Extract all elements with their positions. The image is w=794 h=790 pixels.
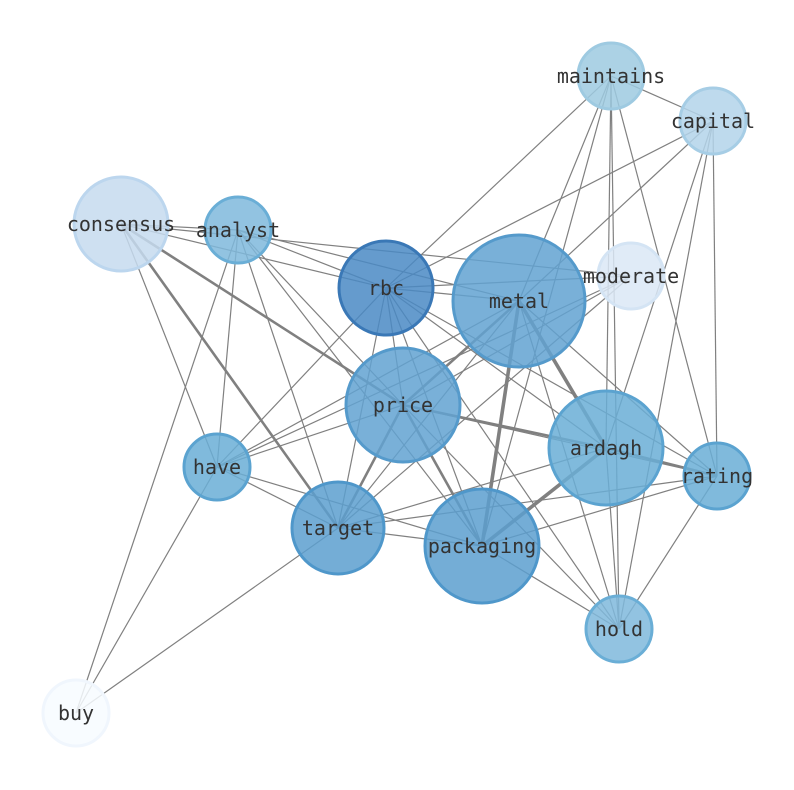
edge-rbc-hold (385, 287, 620, 630)
edge-target-buy (75, 527, 339, 714)
node-have[interactable] (182, 432, 252, 502)
node-label-maintains: maintains (557, 64, 665, 88)
node-label-capital: capital (671, 109, 755, 133)
node-label-target: target (302, 516, 374, 540)
node-rbc[interactable] (337, 239, 435, 337)
edge-capital-hold (618, 120, 714, 630)
node-target[interactable] (290, 480, 386, 576)
node-packaging[interactable] (423, 487, 541, 605)
node-price[interactable] (344, 346, 462, 464)
edge-capital-rating (712, 120, 718, 477)
edge-maintains-hold (610, 75, 620, 630)
node-moderate[interactable] (596, 241, 666, 311)
node-analyst[interactable] (203, 195, 273, 265)
node-layer (41, 41, 752, 748)
node-label-hold: hold (595, 617, 643, 641)
node-label-consensus: consensus (67, 212, 175, 236)
node-ardagh[interactable] (547, 389, 665, 507)
node-label-analyst: analyst (196, 218, 280, 242)
node-label-packaging: packaging (428, 534, 536, 558)
node-capital[interactable] (678, 86, 748, 156)
node-metal[interactable] (451, 233, 587, 369)
edge-capital-rbc (385, 120, 714, 289)
edge-consensus-target (119, 223, 340, 529)
node-label-metal: metal (489, 289, 549, 313)
node-consensus[interactable] (72, 175, 170, 273)
node-label-moderate: moderate (583, 264, 679, 288)
node-label-rbc: rbc (368, 276, 404, 300)
edge-analyst-target (237, 229, 339, 529)
edge-analyst-have (216, 229, 239, 468)
node-label-buy: buy (58, 701, 94, 725)
edge-have-buy (75, 466, 218, 714)
node-buy[interactable] (41, 678, 111, 748)
edge-analyst-buy (75, 229, 239, 714)
node-label-ardagh: ardagh (570, 436, 642, 460)
node-rating[interactable] (682, 441, 752, 511)
node-label-have: have (193, 455, 241, 479)
node-maintains[interactable] (576, 41, 646, 111)
edge-maintains-rbc (385, 75, 612, 289)
node-label-price: price (373, 393, 433, 417)
node-label-rating: rating (681, 464, 753, 488)
edge-target-rating (337, 475, 718, 529)
node-hold[interactable] (584, 594, 654, 664)
